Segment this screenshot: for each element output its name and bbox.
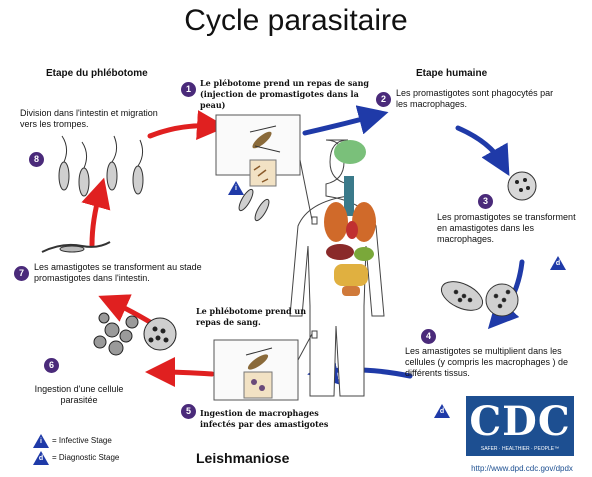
diagnostic-badge-letter-3: d [554,260,562,267]
arrow-7-to-8 [92,192,100,245]
step-3-text: Les promastigotes se transforment en ama… [437,212,577,245]
legend-diagnostic-symbol: d [37,455,45,462]
step-number-3: 3 [478,194,493,209]
diagnostic-badge-letter-4: d [438,408,446,415]
legend-infective: = Infective Stage [52,436,112,445]
promastigotes-stage-8 [59,136,143,196]
legend-diagnostic: = Diagnostic Stage [52,453,119,462]
step-number-5: 5 [181,404,196,419]
legend-infective-symbol: i [37,438,45,445]
page-title: Cycle parasitaire [0,4,592,38]
step-number-2: 2 [376,92,391,107]
macrophage-stage-3 [508,172,536,200]
cdc-url[interactable]: http://www.dpd.cdc.gov/dpdx [452,464,592,473]
step-1-text: Le plébotome prend un repas de sang (inj… [200,78,372,111]
step-4-text: Les amastigotes se multiplient dans les … [405,346,585,379]
infected-macrophages-stage-4 [437,276,518,316]
cdc-logo-text: CDC [465,398,575,445]
step-7-text: Les amastigotes se transforment au stade… [34,262,214,284]
infected-cells-stage-6 [94,313,176,355]
step-2-text: Les promastigotes sont phagocytés par le… [396,88,566,110]
sandfly-bite-image [216,115,300,186]
step-6-text: Ingestion d'une cellule parasitée [24,384,134,406]
step-8-text: Division dans l'intestin et migration ve… [20,108,170,130]
promastigote-stage-7 [42,242,110,252]
step-number-6: 6 [44,358,59,373]
sandfly-meal-label: Le phlébotome prend un repas de sang. [196,306,314,328]
disease-name: Leishmaniose [196,450,289,466]
arrow-5-to-6 [160,372,212,374]
step-number-4: 4 [421,329,436,344]
stage-right-title: Etape humaine [416,68,487,79]
infective-badge-letter: i [232,185,240,192]
cdc-tagline: SAFER · HEALTHIER · PEOPLE™ [465,446,575,452]
arrow-1-to-2 [305,116,374,133]
step-number-1: 1 [181,82,196,97]
stage-left-title: Etape du phlébotome [46,68,148,79]
arrow-2-to-3 [458,128,502,163]
step-5-text: Ingestion de macrophages infectés par de… [200,408,350,430]
sandfly-meal-image [214,340,298,400]
step-number-8: 8 [29,152,44,167]
step-number-7: 7 [14,266,29,281]
